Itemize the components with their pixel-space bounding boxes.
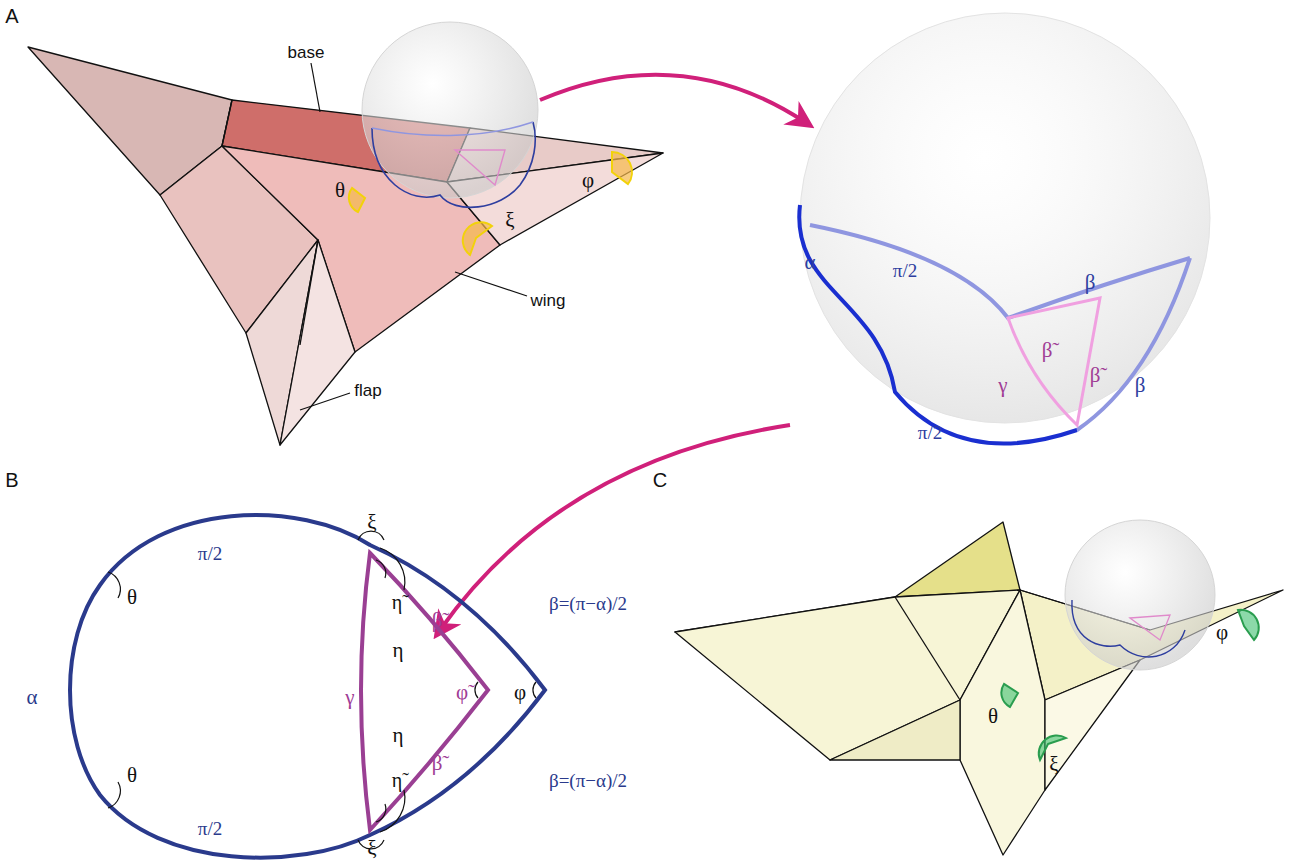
sphere — [1065, 520, 1215, 670]
angle-label: φ — [1216, 622, 1228, 643]
angle-label: ξ — [367, 838, 376, 859]
sphere-curves — [1072, 600, 1185, 657]
part-name: base — [288, 44, 325, 61]
angle-label: φ — [514, 682, 526, 703]
arc-label: π/2 — [198, 819, 222, 838]
arc-label: β̃ — [432, 610, 443, 631]
arc-label: γ — [345, 687, 354, 708]
origami-a — [28, 47, 663, 445]
arc-label: β̃ — [1042, 340, 1053, 361]
arc-label: β=(π−α)/2 — [549, 771, 627, 790]
angle-label: η — [393, 725, 404, 746]
angle-label: φ — [582, 170, 594, 191]
angle-label: η — [393, 640, 404, 661]
arrow — [440, 425, 790, 630]
spherical-polygon — [799, 205, 1190, 444]
arc-label: π/2 — [198, 544, 222, 563]
panel-letter: A — [5, 6, 18, 26]
arc-label: β — [1135, 375, 1146, 396]
arrow — [540, 75, 805, 122]
angle-label: η̃ — [392, 592, 402, 612]
panel-letter: C — [653, 470, 667, 490]
arc-label: β̃ — [1090, 365, 1101, 386]
leader-lines — [300, 63, 527, 410]
planar-polygon — [70, 515, 545, 858]
arc-label: β — [1085, 272, 1096, 293]
arc-label: β=(π−α)/2 — [549, 594, 627, 613]
arc-label: β̃ — [432, 753, 443, 774]
angle-label: ξ — [505, 210, 514, 231]
part-name: wing — [531, 292, 566, 309]
angle-label: ξ — [1049, 754, 1058, 775]
angle-label: θ — [988, 706, 998, 727]
part-name: flap — [354, 382, 381, 399]
angle-label: φ̃ — [456, 682, 468, 703]
arc-label: π/2 — [893, 261, 917, 280]
arc-label: α — [804, 252, 815, 273]
sphere — [800, 13, 1210, 423]
panel-letter: B — [5, 470, 18, 490]
angle-label: η̃ — [392, 770, 402, 790]
angle-label: θ — [335, 180, 345, 201]
angle-arcs — [108, 531, 536, 849]
sphere-curves — [372, 122, 535, 207]
angle-label: ξ — [367, 512, 376, 533]
arc-label: γ — [998, 375, 1007, 396]
arc-label: π/2 — [918, 423, 942, 442]
arc-label: α — [26, 687, 37, 708]
angle-label: θ — [127, 765, 137, 786]
angle-label: θ — [127, 587, 137, 608]
